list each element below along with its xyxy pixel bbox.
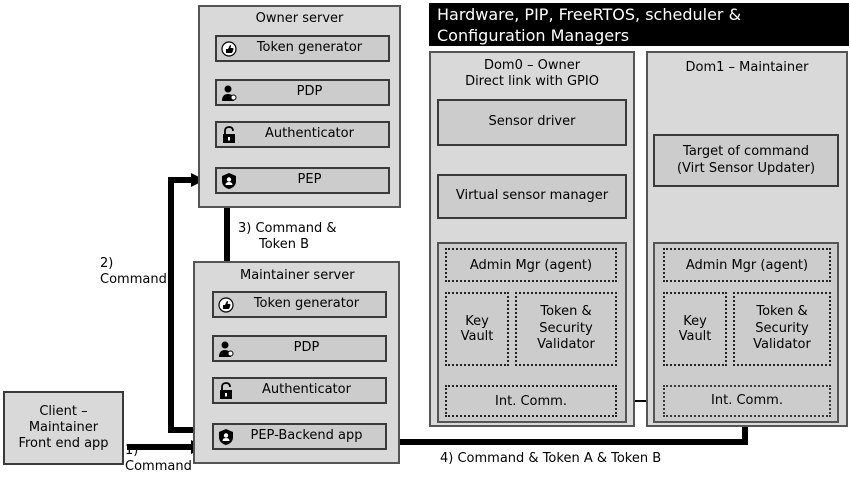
- dom1-key-vault-line2: Vault: [678, 329, 712, 344]
- maintainer-server-title: Maintainer server: [240, 268, 355, 283]
- dom0-title-line1: Dom0 – Owner: [483, 58, 581, 73]
- owner-pdp-label: PDP: [296, 84, 323, 100]
- dom1-validator-line1: Token &: [756, 303, 808, 319]
- shield-user-icon: [219, 428, 233, 445]
- owner-authenticator-label: Authenticator: [265, 126, 354, 142]
- padlock-icon: [223, 125, 235, 143]
- dom0-validator-line1: Token &: [540, 303, 592, 319]
- maintainer-token-generator: Token generator: [212, 291, 387, 318]
- dom0-admin-mgr-label: Admin Mgr (agent): [469, 257, 593, 273]
- user-id-icon: [222, 85, 237, 101]
- dom1-validator-line3: Validator: [753, 337, 811, 353]
- owner-server-title: Owner server: [255, 11, 344, 26]
- banner-line2: Configuration Managers: [437, 25, 630, 45]
- step3-line1: 3) Command &: [238, 221, 337, 236]
- banner-line1: Hardware, PIP, FreeRTOS, scheduler &: [437, 5, 742, 24]
- shield-user-icon: [222, 172, 236, 189]
- dom1-admin-mgr-label: Admin Mgr (agent): [685, 257, 809, 273]
- dom0-title: Dom0 – Owner Direct link with GPIO: [431, 58, 633, 89]
- dom1-validator-line2: Security: [755, 320, 809, 336]
- step2-label: 2) Command: [100, 256, 167, 287]
- dom1-target-line1: Target of command: [683, 144, 809, 160]
- thumbs-up-icon: [218, 296, 234, 313]
- step2-number: 2): [100, 256, 114, 271]
- dom0-virtual-sensor-manager: Virtual sensor manager: [437, 174, 627, 219]
- dom0-key-vault-line2: Vault: [460, 329, 494, 344]
- padlock-icon: [220, 381, 232, 399]
- dom1-target-line2: (Virt Sensor Updater): [676, 160, 816, 176]
- step1-text: Command: [125, 458, 192, 474]
- dom1-target-of-command: Target of command(Virt Sensor Updater): [653, 134, 839, 187]
- step1-label: 1) Command: [125, 443, 192, 474]
- maintainer-pep-backend: PEP-Backend app: [212, 423, 387, 450]
- dom0-int-comm: Int. Comm.: [445, 385, 617, 417]
- dom1-int-comm: Int. Comm.: [663, 385, 831, 417]
- dom0-key-vault-line1: Key: [465, 314, 489, 329]
- maintainer-pdp: PDP: [212, 335, 387, 362]
- dom0-int-comm-label: Int. Comm.: [495, 393, 567, 409]
- dom1-key-vault-line1: Key: [683, 314, 707, 329]
- dom0-validator-line3: Validator: [537, 337, 595, 353]
- client-line2: Maintainer: [28, 419, 99, 435]
- dom0-admin-mgr: Admin Mgr (agent): [445, 248, 617, 282]
- client-frontend-box: Client – Maintainer Front end app: [3, 391, 124, 465]
- dom0-sensor-driver: Sensor driver: [437, 99, 627, 146]
- maintainer-token-generator-label: Token generator: [253, 296, 360, 312]
- owner-authenticator: Authenticator: [215, 121, 390, 148]
- owner-pdp: PDP: [215, 79, 390, 106]
- client-line3: Front end app: [18, 436, 109, 452]
- step3-line2: Token B: [259, 236, 310, 252]
- dom0-title-line2: Direct link with GPIO: [465, 73, 599, 89]
- dom1-title: Dom1 – Maintainer: [685, 60, 809, 75]
- dom1-admin-mgr: Admin Mgr (agent): [663, 248, 831, 282]
- step4-label: 4) Command & Token A & Token B: [440, 451, 662, 466]
- hardware-banner: Hardware, PIP, FreeRTOS, scheduler & Con…: [429, 3, 849, 46]
- dom0-vsm-label: Virtual sensor manager: [455, 188, 609, 204]
- owner-pep-label: PEP: [297, 172, 322, 188]
- owner-token-generator: Token generator: [215, 35, 390, 62]
- step3-label: 3) Command & Token B: [238, 221, 337, 252]
- client-line1: Client –: [39, 403, 88, 419]
- thumbs-up-icon: [221, 40, 237, 57]
- user-id-icon: [219, 341, 234, 357]
- dom0-sensor-driver-label: Sensor driver: [488, 114, 576, 130]
- dom0-validator-line2: Security: [539, 320, 593, 336]
- step1-number: 1): [125, 443, 139, 458]
- owner-pep: PEP: [215, 167, 390, 194]
- maintainer-authenticator-label: Authenticator: [262, 382, 351, 398]
- maintainer-authenticator: Authenticator: [212, 377, 387, 404]
- dom0-agent-group: [437, 242, 627, 423]
- owner-token-generator-label: Token generator: [256, 40, 363, 56]
- maintainer-pdp-label: PDP: [293, 340, 320, 356]
- dom1-int-comm-label: Int. Comm.: [711, 392, 783, 408]
- step2-text: Command: [100, 271, 167, 287]
- maintainer-pep-backend-label: PEP-Backend app: [250, 428, 363, 444]
